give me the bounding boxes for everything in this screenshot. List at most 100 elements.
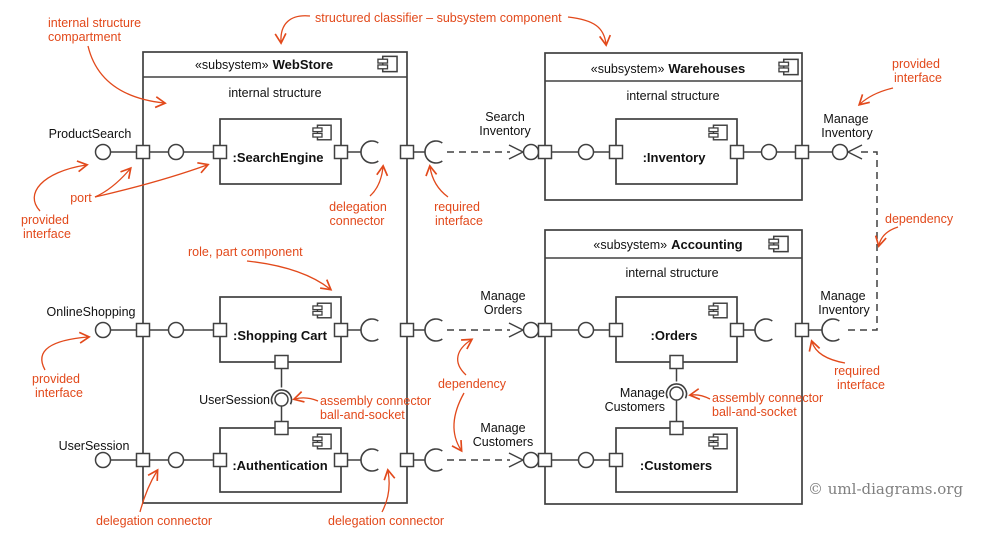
label-manage-customers-assembly: Customers bbox=[605, 400, 665, 414]
port bbox=[135, 452, 151, 468]
dependency-manage-inventory bbox=[843, 151, 878, 331]
label-manage-orders: Manage bbox=[480, 289, 525, 303]
port bbox=[729, 144, 745, 160]
annotation-arrow bbox=[369, 164, 389, 197]
component-orders: :Orders bbox=[615, 296, 738, 363]
label-online-shopping: OnlineShopping bbox=[47, 305, 136, 319]
port bbox=[669, 420, 684, 436]
label-manage-customers-dep: Customers bbox=[473, 435, 533, 449]
label-manage-customers-dep: Manage bbox=[480, 421, 525, 435]
component-authentication: :Authentication bbox=[219, 427, 342, 493]
required-interface-socket bbox=[360, 140, 379, 164]
component-shopping-cart: :Shopping Cart bbox=[219, 296, 342, 363]
annotation-role-part-component: role, part component bbox=[188, 245, 303, 259]
warehouses-compartment-label: internal structure bbox=[626, 89, 719, 103]
search-engine-name: :SearchEngine bbox=[232, 150, 323, 165]
label-manage-orders: Orders bbox=[484, 303, 522, 317]
dependency-arrowhead bbox=[508, 452, 524, 468]
annotation-provided-interface-onlineshopping: provided bbox=[32, 372, 80, 386]
annotation-arrow bbox=[874, 226, 899, 248]
port bbox=[212, 144, 228, 160]
assembly-lines bbox=[280, 368, 678, 422]
required-interface-sockets bbox=[270, 140, 840, 472]
interface-labels: ProductSearch OnlineShopping UserSession… bbox=[47, 110, 874, 453]
annotation-arrow bbox=[457, 338, 474, 376]
annotation-arrow bbox=[274, 15, 311, 45]
provided-interface-ball bbox=[167, 451, 185, 469]
annotation-delegation-connector-search: connector bbox=[330, 214, 385, 228]
annotation-required-interface-webstore: required bbox=[434, 200, 480, 214]
port bbox=[135, 322, 151, 338]
annotation-arrow bbox=[87, 45, 167, 109]
annotation-provided-interface-productsearch: provided bbox=[21, 213, 69, 227]
port bbox=[608, 322, 624, 338]
port bbox=[333, 322, 349, 338]
annotation-arrow bbox=[381, 468, 396, 513]
annotation-arrow bbox=[567, 16, 612, 47]
label-manage-inventory-warehouses: Manage bbox=[823, 112, 868, 126]
accounting-title: «subsystem»Accounting bbox=[593, 237, 742, 252]
required-interface-socket bbox=[821, 318, 840, 342]
provided-interface-ball bbox=[94, 143, 112, 161]
label-user-session-assembly: UserSession bbox=[199, 393, 270, 407]
port bbox=[537, 144, 553, 160]
annotation-provided-interface-productsearch: interface bbox=[23, 227, 71, 241]
annotation-internal-structure-compartment: internal structure bbox=[48, 16, 141, 30]
port bbox=[274, 354, 289, 370]
webstore-title: «subsystem»WebStore bbox=[195, 57, 333, 72]
port bbox=[608, 144, 624, 160]
required-interface-socket bbox=[360, 318, 379, 342]
dependency-arrowhead bbox=[508, 322, 524, 338]
annotation-arrow bbox=[425, 164, 449, 198]
connector-lines bbox=[110, 151, 833, 461]
annotation-arrow bbox=[688, 388, 711, 401]
port bbox=[537, 322, 553, 338]
port bbox=[399, 144, 415, 160]
label-user-session-outer: UserSession bbox=[59, 439, 130, 453]
label-product-search: ProductSearch bbox=[49, 127, 132, 141]
dependency-lines bbox=[447, 144, 878, 468]
provided-interface-balls bbox=[94, 143, 849, 469]
assembly-socket bbox=[270, 389, 293, 405]
customers-name: :Customers bbox=[640, 458, 712, 473]
annotation-assembly-connector-right: assembly connector bbox=[712, 391, 823, 405]
provided-interface-ball bbox=[522, 143, 540, 161]
port bbox=[135, 144, 151, 160]
annotation-arrow bbox=[246, 260, 333, 291]
annotation-delegation-connector-search: delegation bbox=[329, 200, 387, 214]
annotation-delegation-connector-bottom-left: delegation connector bbox=[96, 514, 212, 528]
annotation-arrow bbox=[451, 392, 465, 453]
warehouses-title: «subsystem»Warehouses bbox=[591, 61, 745, 76]
assembly-socket bbox=[665, 383, 688, 399]
provided-interface-ball bbox=[522, 451, 540, 469]
annotations: internal structure compartment structure… bbox=[21, 11, 954, 528]
annotation-port: port bbox=[70, 191, 92, 205]
authentication-name: :Authentication bbox=[232, 458, 327, 473]
component-inventory: :Inventory bbox=[615, 118, 738, 185]
label-search-inventory: Inventory bbox=[479, 124, 531, 138]
required-interface-socket bbox=[424, 318, 443, 342]
annotation-dependency-right: dependency bbox=[885, 212, 954, 226]
provided-interface-ball bbox=[577, 321, 595, 339]
annotation-arrow bbox=[139, 468, 159, 513]
label-search-inventory: Search bbox=[485, 110, 525, 124]
annotation-required-interface-accounting: interface bbox=[837, 378, 885, 392]
provided-interface-ball bbox=[831, 143, 849, 161]
annotation-provided-interface-warehouses: interface bbox=[894, 71, 942, 85]
annotation-provided-interface-warehouses: provided bbox=[892, 57, 940, 71]
port bbox=[274, 420, 289, 436]
provided-interface-ball bbox=[94, 321, 112, 339]
label-manage-inventory-accounting: Manage bbox=[820, 289, 865, 303]
dependency-arrowhead bbox=[508, 144, 524, 160]
port bbox=[333, 452, 349, 468]
webstore-compartment-label: internal structure bbox=[228, 86, 321, 100]
annotation-internal-structure-compartment: compartment bbox=[48, 30, 121, 44]
annotation-required-interface-accounting: required bbox=[834, 364, 880, 378]
provided-interface-ball bbox=[577, 451, 595, 469]
port bbox=[608, 452, 624, 468]
annotation-assembly-connector-right: ball-and-socket bbox=[712, 405, 797, 419]
port bbox=[729, 322, 745, 338]
port bbox=[399, 452, 415, 468]
orders-name: :Orders bbox=[651, 328, 698, 343]
